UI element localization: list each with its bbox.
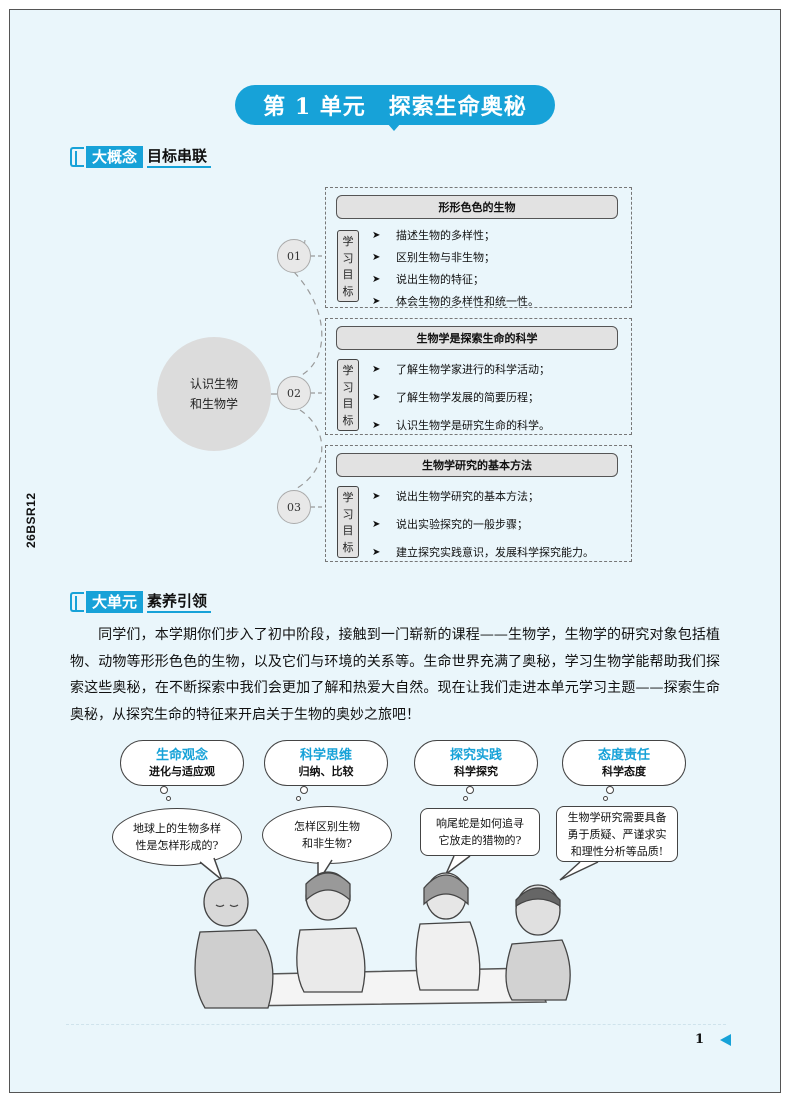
footer-divider [66,1024,726,1025]
book-icon [70,147,84,167]
section-subtitle: 目标串联 [147,146,212,168]
unit-title: 第 1 单元 探索生命奥秘 [235,85,555,125]
literacy-cloud-2: 科学思维 归纳、比较 [264,740,388,786]
section-header-guide: 大单元 素养引领 [70,590,212,614]
section-subtitle: 素养引领 [147,591,212,613]
arrowhead-icon: ➤ [372,518,381,530]
arrowhead-icon: ➤ [372,391,381,403]
goal-item: ➤了解生物学家进行的科学活动； [372,363,550,376]
central-concept-line-1: 认识生物 [189,377,238,391]
arrowhead-icon: ➤ [372,490,381,502]
arrowhead-icon: ➤ [372,419,381,431]
literacy-cloud-1: 生命观念 进化与适应观 [120,740,244,786]
topic-number-02: 02 [277,376,311,410]
guide-paragraph: 同学们，本学期你们步入了初中阶段，接触到一门崭新的课程——生物学，生物学的研究对… [70,622,720,728]
learning-goal-tag: 学 习 目 标 [337,486,359,558]
goal-item: ➤建立探究实践意识，发展科学探究能力。 [372,546,594,559]
goal-list: ➤了解生物学家进行的科学活动； ➤了解生物学发展的简要历程； ➤认识生物学是研究… [372,355,550,439]
goal-list: ➤描述生物的多样性； ➤区别生物与非生物； ➤说出生物的特征； ➤体会生物的多样… [372,224,539,312]
arrowhead-icon: ➤ [372,363,381,375]
section-tag: 大单元 [86,591,144,613]
literacy-cloud-3: 探究实践 科学探究 [414,740,538,786]
goal-item: ➤说出生物学研究的基本方法； [372,490,539,503]
central-concept-circle: 认识生物 和生物学 [157,337,271,451]
goal-item: ➤认识生物学是研究生命的科学。 [372,419,550,432]
goal-item: ➤了解生物学发展的简要历程； [372,391,539,404]
topic-number-03: 03 [277,490,311,524]
speech-bubble-4: 生物学研究需要具备 勇于质疑、严谨求实 和理性分析等品质! [556,806,678,862]
speech-bubble-3: 响尾蛇是如何追寻 它放走的猎物的? [420,808,540,856]
arrowhead-icon: ➤ [372,546,381,558]
topic-box-1: 形形色色的生物 学 习 目 标 ➤描述生物的多样性； ➤区别生物与非生物； ➤说… [325,187,632,308]
topic-box-3: 生物学研究的基本方法 学 习 目 标 ➤说出生物学研究的基本方法； ➤说出实验探… [325,445,632,562]
goal-list: ➤说出生物学研究的基本方法； ➤说出实验探究的一般步骤； ➤建立探究实践意识，发… [372,482,594,566]
speech-bubble-1: 地球上的生物多样 性是怎样形成的? [112,808,242,866]
arrowhead-icon: ➤ [372,273,381,285]
section-header-concept: 大概念 目标串联 [70,145,212,169]
arrowhead-icon: ➤ [372,229,381,241]
goal-item: ➤体会生物的多样性和统一性。 [372,295,539,308]
arrowhead-icon: ➤ [372,251,381,263]
central-concept-line-2: 和生物学 [189,397,238,411]
page-number: 1 [695,1032,705,1047]
topic-number-01: 01 [277,239,311,273]
book-icon [70,592,84,612]
topic-title: 形形色色的生物 [336,195,618,219]
section-tag: 大概念 [86,146,144,168]
guide-paragraph-text: 同学们，本学期你们步入了初中阶段，接触到一门崭新的课程——生物学，生物学的研究对… [70,627,720,723]
goal-item: ➤描述生物的多样性； [372,229,495,242]
goal-item: ➤说出实验探究的一般步骤； [372,518,528,531]
topic-box-2: 生物学是探索生命的科学 学 习 目 标 ➤了解生物学家进行的科学活动； ➤了解生… [325,318,632,435]
topic-title: 生物学研究的基本方法 [336,453,618,477]
learning-goal-tag: 学 习 目 标 [337,359,359,431]
speech-bubble-2: 怎样区别生物 和非生物? [262,806,392,864]
learning-goal-tag: 学 习 目 标 [337,230,359,302]
page-arrow-icon [720,1034,731,1046]
literacy-cloud-4: 态度责任 科学态度 [562,740,686,786]
goal-item: ➤区别生物与非生物； [372,251,495,264]
goal-item: ➤说出生物的特征； [372,273,484,286]
unit-title-pointer [387,123,401,131]
topic-title: 生物学是探索生命的科学 [336,326,618,350]
arrowhead-icon: ➤ [372,295,381,307]
